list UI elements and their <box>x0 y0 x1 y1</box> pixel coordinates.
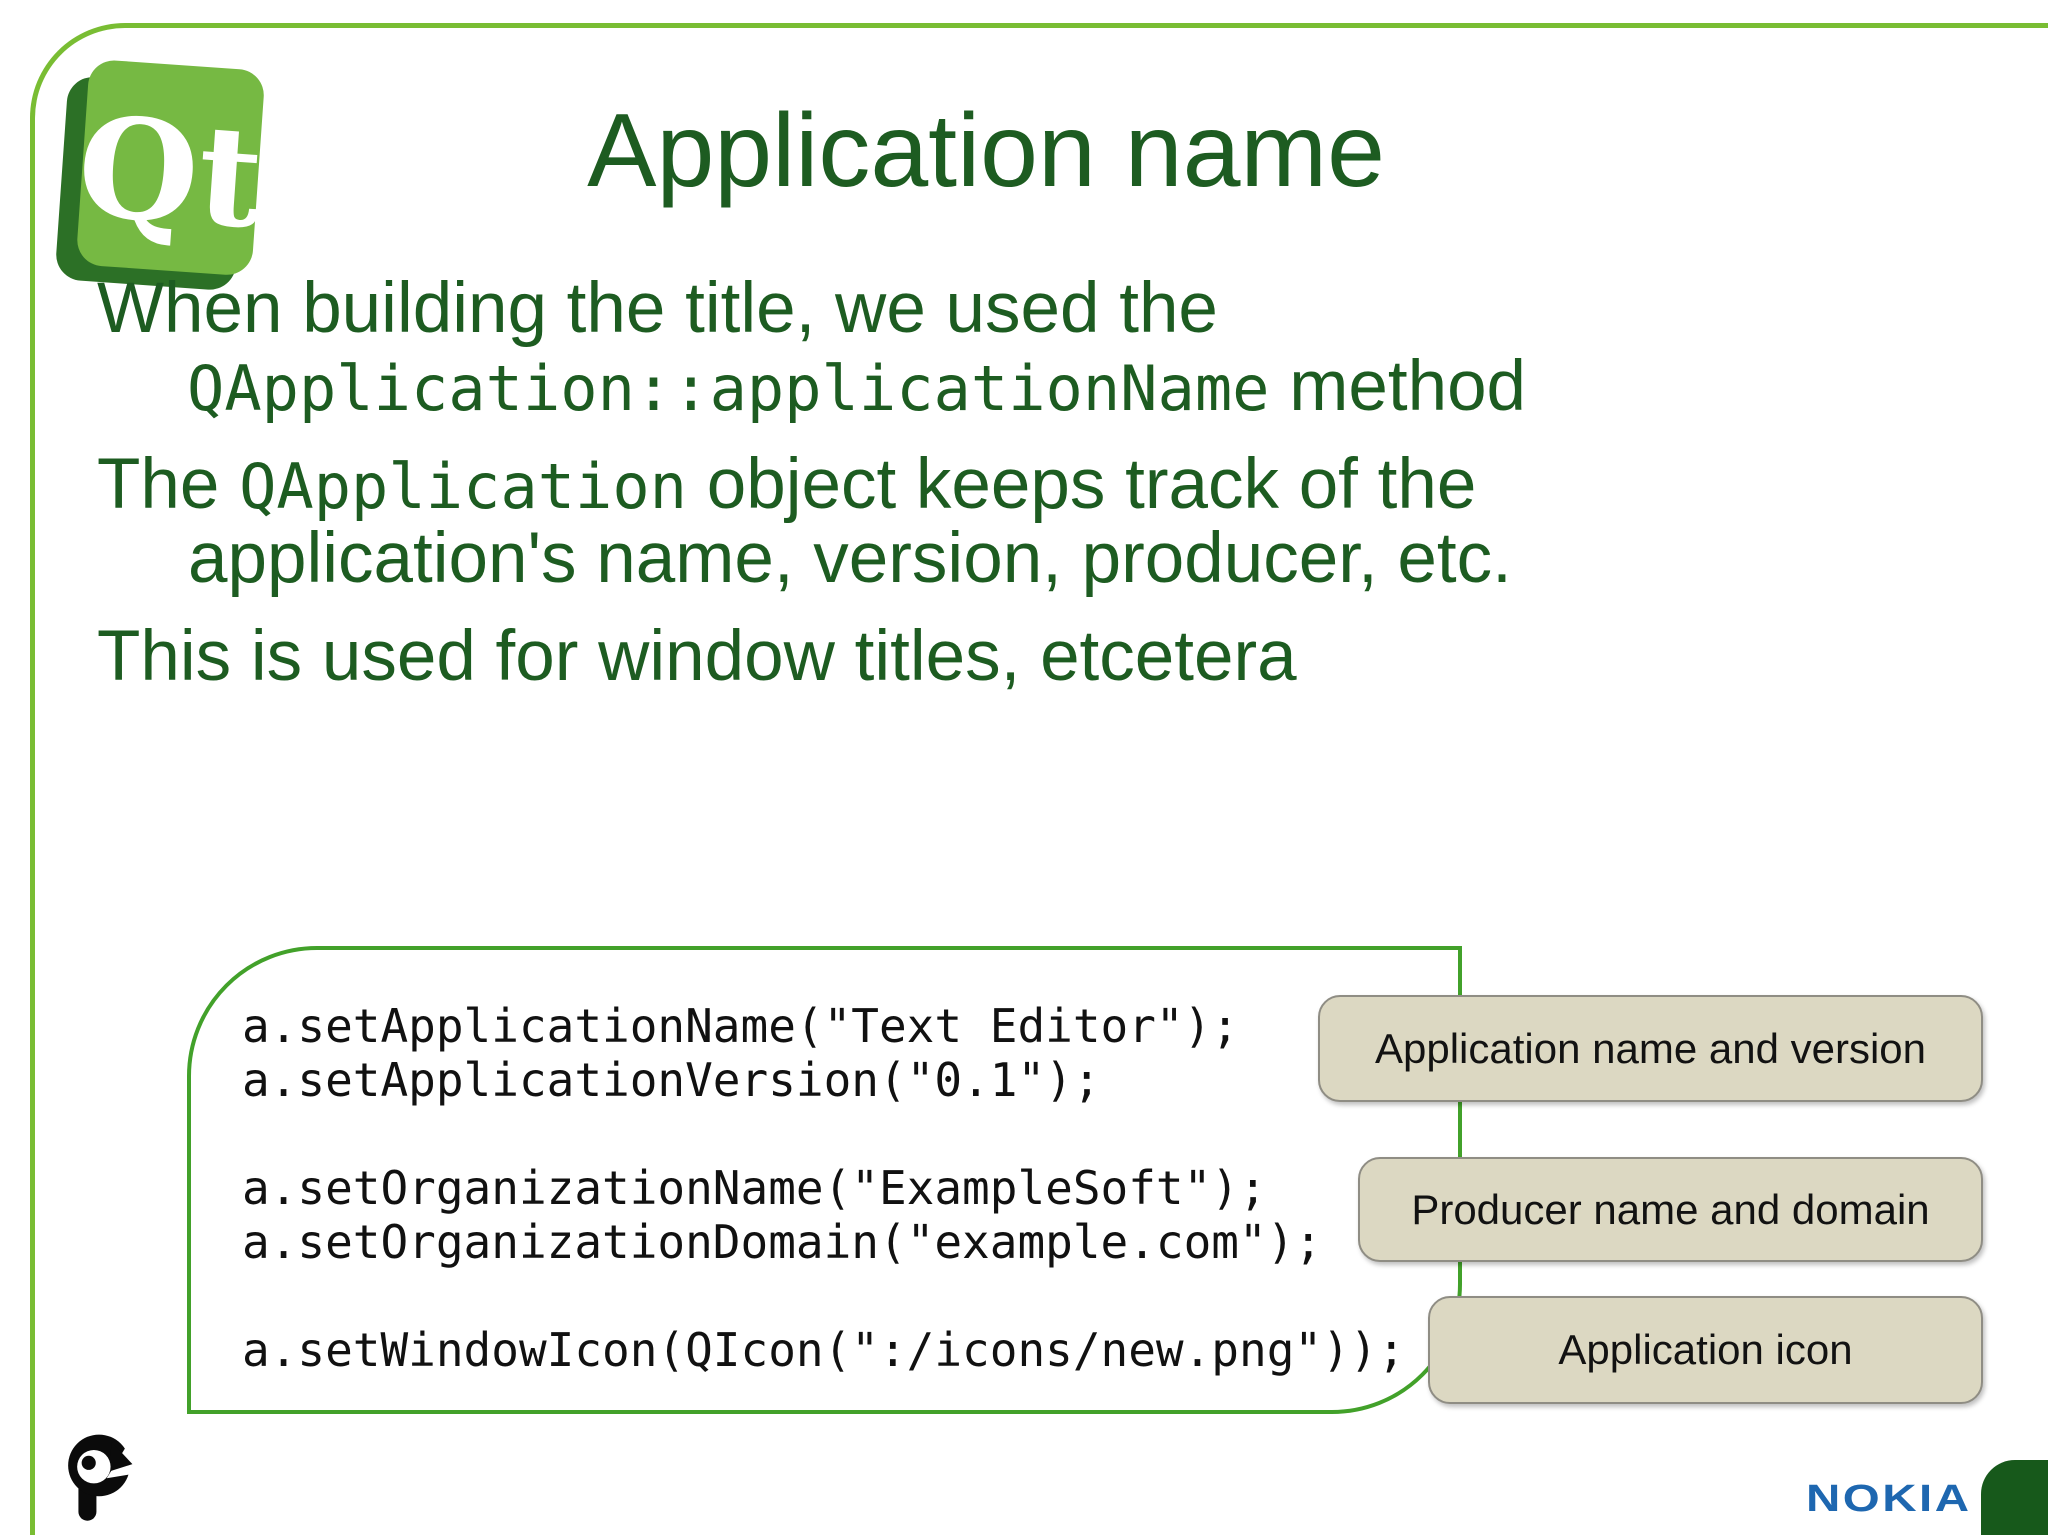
body-line-3: The QApplication object keeps track of t… <box>97 445 1477 524</box>
bird-logo-icon <box>68 1434 138 1521</box>
body-line-3-code: QApplication <box>239 450 688 523</box>
code-line: a.setApplicationVersion("0.1"); <box>242 1053 1101 1107</box>
callout-application-name-and-version: Application name and version <box>1318 995 1983 1102</box>
qt-logo: Qt <box>56 60 268 290</box>
code-listing: a.setApplicationName("Text Editor"); a.s… <box>242 999 1405 1377</box>
page-title: Application name <box>587 93 1385 209</box>
body-line-4: application's name, version, producer, e… <box>188 519 1512 598</box>
qt-logo-text: Qt <box>73 84 268 259</box>
code-line: a.setWindowIcon(QIcon(":/icons/new.png")… <box>242 1323 1406 1377</box>
callout-label: Application icon <box>1558 1326 1853 1373</box>
code-line <box>242 1269 1405 1323</box>
body-line-1: When building the title, we used the <box>97 269 1218 348</box>
body-line-4-text: application's name, version, producer, e… <box>188 519 1512 598</box>
code-line: a.setOrganizationDomain("example.com"); <box>242 1215 1323 1269</box>
code-line: a.setApplicationName("Text Editor"); <box>242 999 1239 1053</box>
qt-logo-face <box>77 60 264 275</box>
body-line-2-code: QApplication::applicationName <box>187 352 1270 425</box>
body-line-2: QApplication::applicationName method <box>187 347 1527 426</box>
callout-application-icon: Application icon <box>1428 1296 1983 1404</box>
body-line-5-text: This is used for window titles, etcetera <box>97 617 1297 696</box>
body-line-5: This is used for window titles, etcetera <box>97 617 1297 696</box>
body-line-2-tail: method <box>1269 347 1527 426</box>
callout-producer-name-and-domain: Producer name and domain <box>1358 1157 1983 1262</box>
corner-accent-block <box>1981 1460 2048 1535</box>
slide-frame-border <box>30 23 2048 1535</box>
body-line-3-tail: object keeps track of the <box>687 445 1477 524</box>
callout-label: Application name and version <box>1374 1024 1926 1072</box>
body-line-1-text: When building the title, we used the <box>97 269 1218 348</box>
code-line: a.setOrganizationName("ExampleSoft"); <box>242 1161 1267 1215</box>
nokia-logo: NOKIA <box>1806 1478 1972 1520</box>
body-line-3-lead: The <box>97 445 240 524</box>
callout-label: Producer name and domain <box>1411 1185 1930 1233</box>
code-line <box>242 1107 1405 1161</box>
